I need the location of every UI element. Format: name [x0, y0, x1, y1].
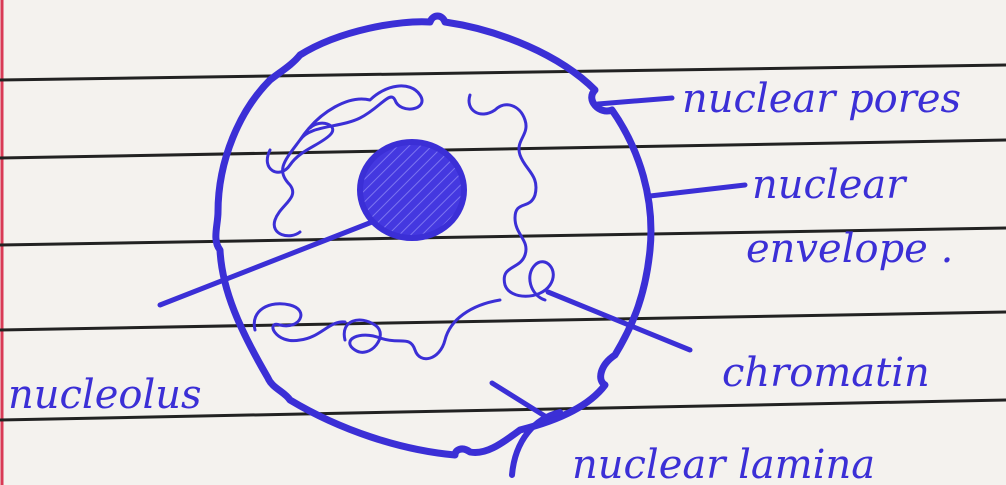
label-nuclear-envelope-line2: envelope .	[746, 226, 953, 272]
ruled-line	[0, 140, 1006, 158]
label-nuclear-lamina: nuclear lamina	[572, 442, 875, 485]
nucleolus-leader-line	[160, 222, 372, 305]
lamina-leader-line	[492, 383, 548, 418]
ruled-line	[0, 312, 1006, 330]
chromatin-strand	[344, 300, 500, 359]
envelope-leader-line	[650, 185, 745, 196]
nucleolus-body	[360, 142, 464, 238]
label-nuclear-envelope-line1: nuclear	[752, 162, 908, 208]
label-chromatin: chromatin	[722, 350, 930, 396]
chromatin-strand	[254, 304, 345, 341]
chromatin-strand	[469, 95, 553, 300]
label-nucleolus: nucleolus	[8, 372, 202, 418]
chromatin-strand	[267, 123, 332, 172]
label-nuclear-pores: nuclear pores	[682, 76, 961, 122]
pores-leader-line	[598, 98, 672, 104]
